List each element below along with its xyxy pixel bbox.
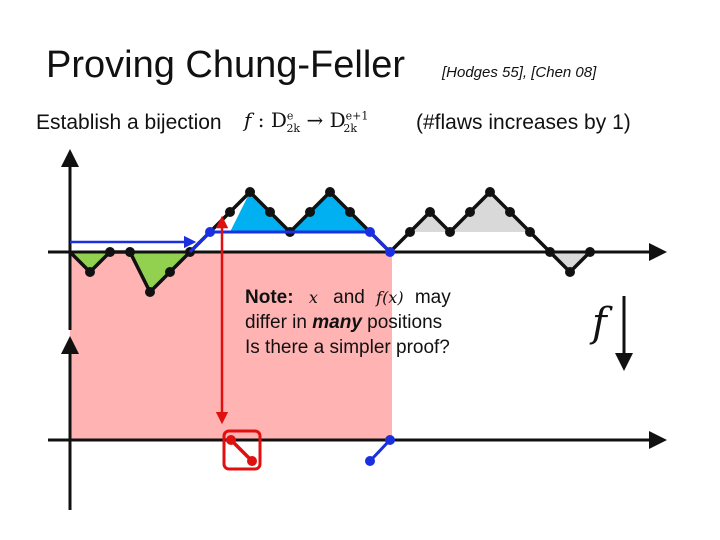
citation: [Hodges 55], [Chen 08] <box>442 64 597 81</box>
note-may: may <box>414 287 451 308</box>
blue-node-3 <box>385 247 395 257</box>
blue-node-b1 <box>365 456 375 466</box>
subtitle: Establish a bijection <box>36 111 222 134</box>
formula-domain-sub: 2k <box>286 122 301 135</box>
bijection-formula: f : De2k → De+12k <box>244 108 368 135</box>
red-node-2 <box>247 456 257 466</box>
formula-codomain-sup: e+1 <box>345 109 369 123</box>
pink-region <box>70 252 392 440</box>
red-node-1 <box>226 435 236 445</box>
note-fx: f(x) <box>376 288 404 307</box>
red-box <box>222 429 262 471</box>
formula-domain: D <box>270 108 287 132</box>
blue-path-mid <box>188 230 392 254</box>
note-line-1: Note: x and f(x) may <box>245 285 451 310</box>
flaws-note: (#flaws increases by 1) <box>416 111 631 134</box>
note-line-2a: differ in <box>245 312 313 333</box>
note-x: x <box>308 288 318 307</box>
blue-node-1 <box>205 227 215 237</box>
formula-arrow: → <box>306 108 324 132</box>
blue-fill <box>230 192 370 232</box>
note-line-2b: positions <box>361 312 443 333</box>
blue-node-2 <box>365 227 375 237</box>
formula-codomain-sub: 2k <box>343 122 358 135</box>
note-text: Note: x and f(x) may differ in many posi… <box>245 285 451 360</box>
note-line-3: Is there a simpler proof? <box>245 337 450 358</box>
formula-domain-sup: e <box>286 109 294 123</box>
slide-title: Proving Chung-Feller <box>46 44 406 86</box>
gray-fill-small <box>550 252 590 272</box>
formula-f: f <box>244 108 252 132</box>
blue-node-b2 <box>385 435 395 445</box>
note-and: and <box>333 287 365 308</box>
note-many: many <box>312 312 362 333</box>
note-line-2: differ in many positions <box>245 310 451 335</box>
formula-colon: : <box>257 108 265 132</box>
map-symbol: f <box>592 300 607 346</box>
note-label: Note: <box>245 287 294 308</box>
formula-codomain: D <box>329 108 346 132</box>
top-path-nodes <box>85 187 595 297</box>
